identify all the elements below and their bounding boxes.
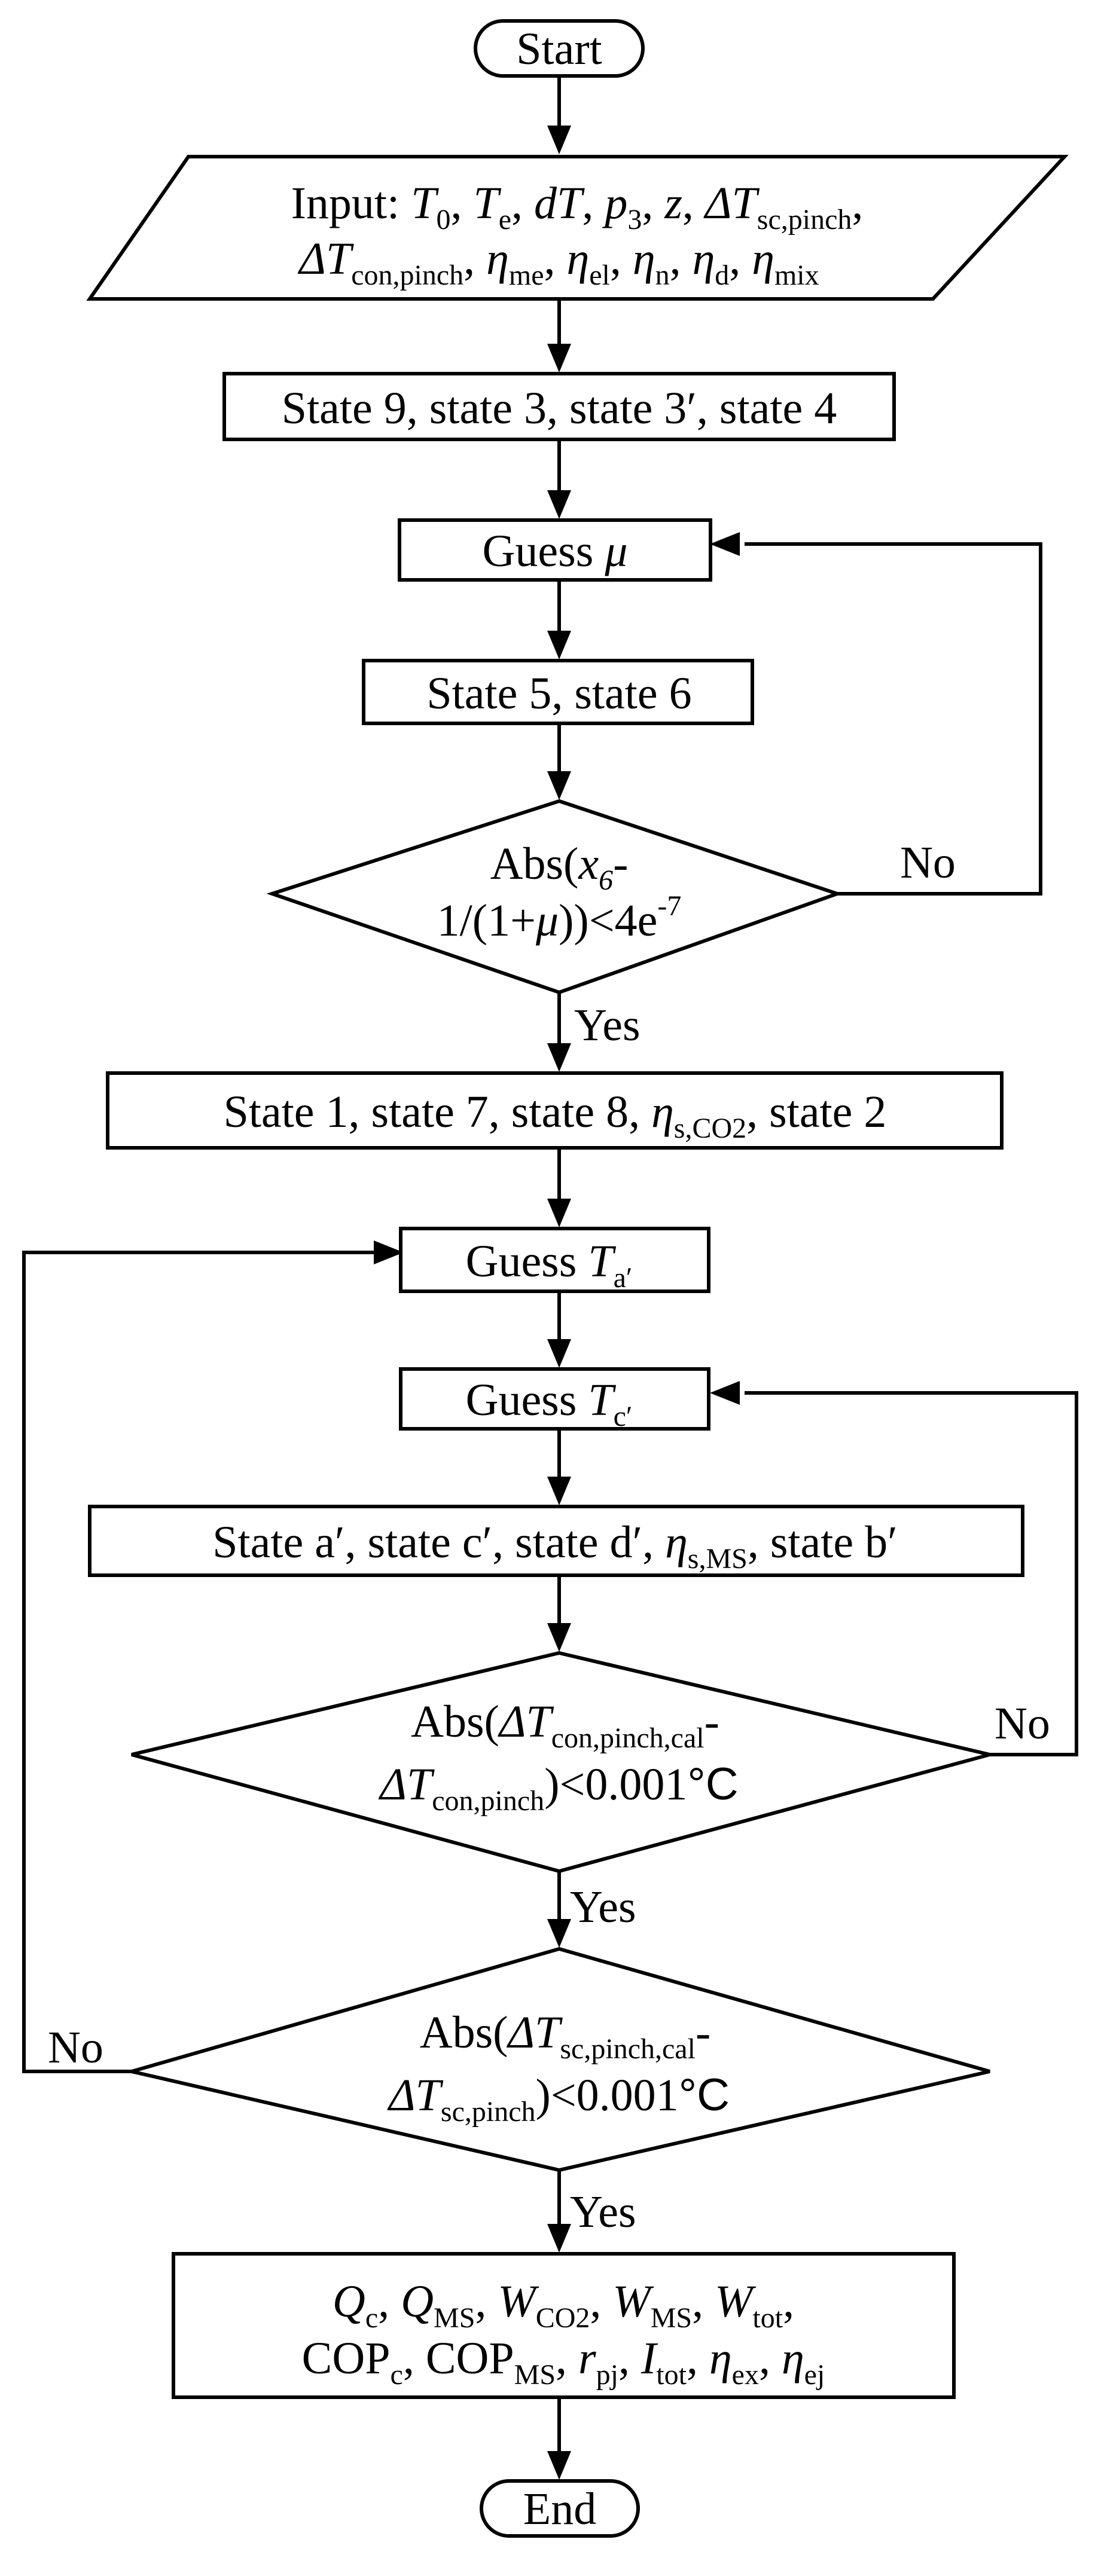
branch-labels: No Yes No Yes No Yes	[48, 838, 1050, 2237]
process-states-a-c-d-b: State a′, state c′, state d′, ηs,MS, sta…	[88, 1505, 1024, 1577]
input-line-1: Input: T0, Te, dT, p3, z, ΔTsc,pinch,	[291, 178, 864, 236]
process-states-5-6: State 5, state 6	[362, 659, 754, 725]
branch-label-no-sc: No	[48, 2022, 103, 2073]
process-output-line-1: Qc, QMS, WCO2, WMS, Wtot,	[333, 2276, 794, 2334]
branch-label-no-x6: No	[900, 838, 956, 888]
process-guess-mu: Guess μ	[398, 518, 712, 582]
arrowheads	[374, 126, 740, 2480]
process-states-1-7-8-2-label: State 1, state 7, state 8, ηs,CO2, state…	[224, 1087, 887, 1144]
decision-check-con-pinch: Abs(ΔTcon,pinch,cal- ΔTcon,pinch)<0.001°…	[131, 1651, 990, 1874]
end-label: End	[523, 2484, 596, 2534]
end-terminal: End	[480, 2479, 640, 2538]
process-states-9-3-4-label: State 9, state 3, state 3′, state 4	[282, 383, 837, 433]
decision-check-sc-pinch: Abs(ΔTsc,pinch,cal- ΔTsc,pinch)<0.001°C	[124, 1946, 990, 2172]
process-guess-mu-label: Guess μ	[483, 526, 628, 576]
loop-check-con-no	[745, 1391, 1078, 1756]
process-guess-ta-label: Guess Ta′	[466, 1236, 633, 1294]
decision-check-x6: Abs(x6- 1/(1+μ))<4e-7	[266, 799, 843, 995]
branch-label-no-con: No	[995, 1698, 1050, 1749]
process-states-9-3-4: State 9, state 3, state 3′, state 4	[222, 372, 896, 441]
decision-check-sc-pinch-line-1: Abs(ΔTsc,pinch,cal-	[420, 2007, 711, 2065]
process-states-1-7-8-2: State 1, state 7, state 8, ηs,CO2, state…	[106, 1071, 1004, 1150]
process-output-line-2: COPc, COPMS, rpj, Itot, ηex, ηej	[302, 2333, 825, 2391]
process-guess-ta: Guess Ta′	[399, 1227, 710, 1294]
input-line-2: ΔTcon,pinch, ηme, ηel, ηn, ηd, ηmix	[297, 234, 819, 291]
connectors	[22, 75, 1078, 2451]
decision-check-con-pinch-line-2: ΔTcon,pinch)<0.001°C	[378, 1759, 738, 1817]
decision-check-con-pinch-line-1: Abs(ΔTcon,pinch,cal-	[411, 1697, 719, 1754]
loop-check-x6-no	[745, 542, 1042, 896]
start-terminal: Start	[474, 19, 645, 78]
branch-label-yes-x6: Yes	[574, 1000, 641, 1050]
branch-label-yes-sc: Yes	[570, 2187, 636, 2237]
input-parallelogram: Input: T0, Te, dT, p3, z, ΔTsc,pinch, ΔT…	[86, 155, 1069, 301]
decision-check-x6-line-2: 1/(1+μ))<4e-7	[437, 890, 682, 946]
branch-label-yes-con: Yes	[570, 1882, 636, 1932]
decision-check-sc-pinch-line-2: ΔTsc,pinch)<0.001°C	[387, 2070, 730, 2128]
start-label: Start	[516, 24, 602, 74]
decision-check-x6-line-1: Abs(x6-	[490, 839, 629, 896]
loop-check-sc-no	[22, 1251, 374, 2073]
process-states-5-6-label: State 5, state 6	[426, 668, 691, 719]
process-guess-tc-label: Guess Tc′	[466, 1375, 633, 1432]
process-output: Qc, QMS, WCO2, WMS, Wtot, COPc, COPMS, r…	[172, 2252, 956, 2399]
process-guess-tc: Guess Tc′	[399, 1367, 710, 1432]
process-states-a-c-d-b-label: State a′, state c′, state d′, ηs,MS, sta…	[212, 1517, 898, 1575]
